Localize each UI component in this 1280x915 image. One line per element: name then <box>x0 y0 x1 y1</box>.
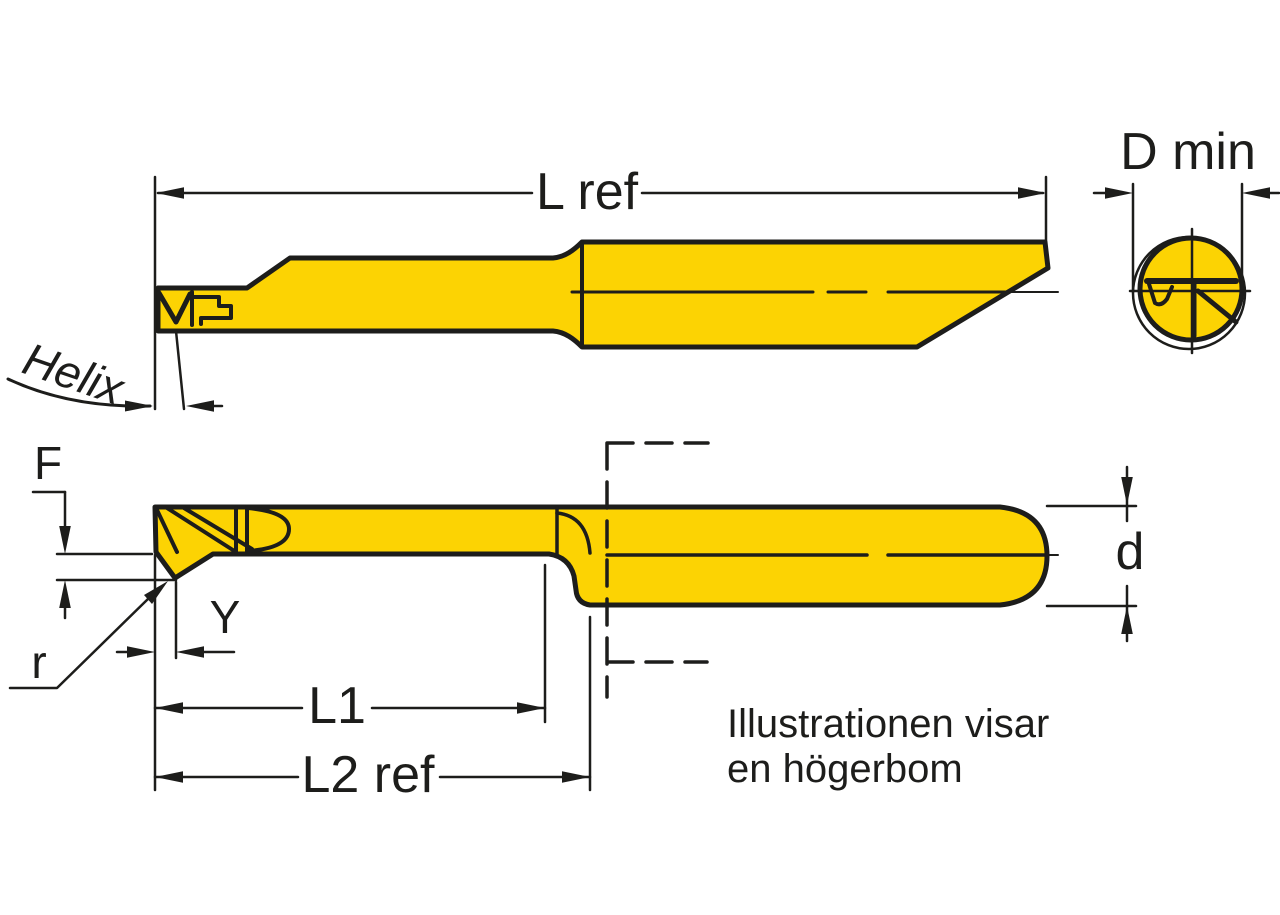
label-f: F <box>34 437 62 489</box>
side-view-hidden-bracket <box>605 441 710 699</box>
labels: L ref Helix D min F r Y L1 L2 ref d Illu… <box>17 123 1256 804</box>
top-view-tool-outline <box>155 239 1051 350</box>
d-min-arrow-right-icon <box>1242 187 1270 199</box>
side-view-head-diag-1 <box>155 508 179 554</box>
f-arrow-bottom-icon <box>59 580 71 608</box>
label-l-ref: L ref <box>536 163 639 221</box>
label-r: r <box>31 636 46 688</box>
y-arrow-left-icon <box>127 646 155 658</box>
l-ref-arrow-right-icon <box>1018 187 1046 199</box>
side-view-head-diag-3 <box>182 506 254 551</box>
side-view <box>8 441 1138 792</box>
end-view-cutting-edge-hook <box>1147 282 1174 307</box>
side-view-tool-outline <box>152 504 1050 608</box>
top-view-pocket-step <box>190 295 233 326</box>
l1-arrow-right-icon <box>517 702 545 714</box>
end-view-slot-diagonal <box>1195 288 1239 325</box>
r-leader <box>8 595 152 690</box>
d-min-arrow-left-icon <box>1105 187 1133 199</box>
label-y: Y <box>210 591 241 643</box>
label-l1: L1 <box>308 677 366 735</box>
side-view-head-diag-2 <box>165 506 238 554</box>
f-arrow-top-icon <box>59 526 71 554</box>
side-view-screw-arc <box>246 506 291 553</box>
side-view-shoulder-fillet <box>555 511 592 555</box>
note-line-1: Illustrationen visar <box>727 702 1049 746</box>
label-d: d <box>1116 523 1145 581</box>
l2-arrow-right-icon <box>562 771 590 783</box>
d-arrow-top-icon <box>1121 477 1133 505</box>
note-line-2: en högerbom <box>727 747 963 791</box>
l2-arrow-left-icon <box>155 771 183 783</box>
helix-slant-line <box>174 329 186 411</box>
helix-left-arrow-icon <box>186 400 214 412</box>
label-d-min: D min <box>1120 123 1256 181</box>
y-arrow-right-icon <box>176 646 204 658</box>
l1-arrow-left-icon <box>155 702 183 714</box>
d-arrow-bottom-icon <box>1121 606 1133 634</box>
l-ref-arrow-left-icon <box>156 187 184 199</box>
top-view-pocket-zigzag <box>156 290 193 325</box>
end-view <box>1092 182 1280 355</box>
label-helix: Helix <box>17 332 132 415</box>
helix-leader-arrow-icon <box>125 400 153 412</box>
label-l2-ref: L2 ref <box>302 746 436 804</box>
top-view <box>6 175 1059 412</box>
r-arrow-icon <box>144 581 168 604</box>
